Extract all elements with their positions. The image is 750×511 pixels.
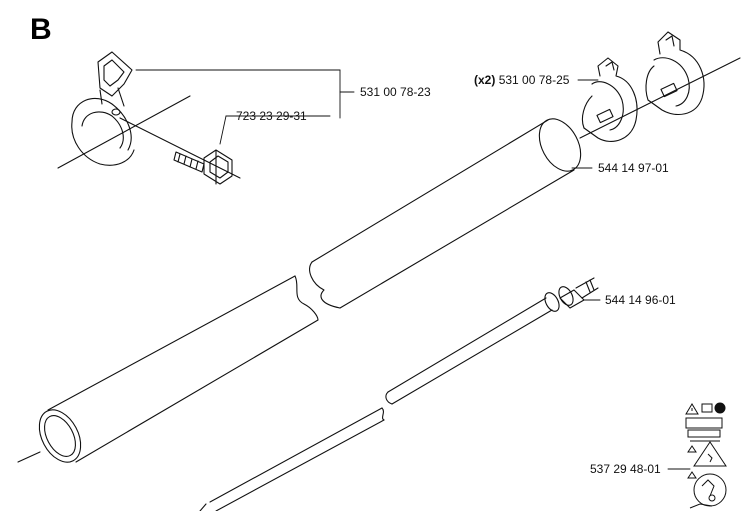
quantity-label: (x2): [474, 73, 496, 87]
axis-line-screw: [119, 117, 241, 179]
axis-line-top-left: [57, 95, 191, 169]
part-number-screw: 723 23 29-31: [236, 109, 307, 123]
screw-drawing: [173, 149, 233, 185]
upper-tube-drawing: [309, 118, 582, 309]
warning-triangle-icon-2: [687, 445, 697, 453]
part-number-clips: 531 00 78-25: [498, 73, 570, 87]
part-label-clips: (x2) 531 00 78-25: [474, 73, 569, 87]
warning-triangle-icon: [685, 403, 699, 415]
axis-line-right: [579, 57, 741, 139]
helmet-icon: [714, 402, 726, 414]
hazard-triangle-icon: [693, 441, 727, 467]
part-number-drive-shaft: 544 14 96-01: [605, 293, 676, 307]
leader-lines: [135, 69, 691, 470]
clip-2-drawing: [645, 31, 705, 116]
section-label: B: [30, 13, 52, 46]
lower-tube-drawing: [17, 275, 319, 463]
decal-strip: [685, 417, 723, 429]
drive-shaft-drawing: [199, 277, 599, 511]
warning-decal-drawing: [685, 402, 727, 509]
part-number-decal: 537 29 48-01: [590, 462, 661, 476]
hanger-clamp-drawing: [71, 51, 135, 166]
book-icon: [701, 403, 713, 413]
part-number-upper-tube: 544 14 97-01: [598, 161, 669, 175]
safety-circle-icon: [693, 473, 727, 507]
part-number-hanger: 531 00 78-23: [360, 85, 431, 99]
clip-1-drawing: [581, 57, 638, 142]
ce-mark-icon: [687, 429, 721, 438]
warning-triangle-icon-3: [687, 471, 697, 479]
